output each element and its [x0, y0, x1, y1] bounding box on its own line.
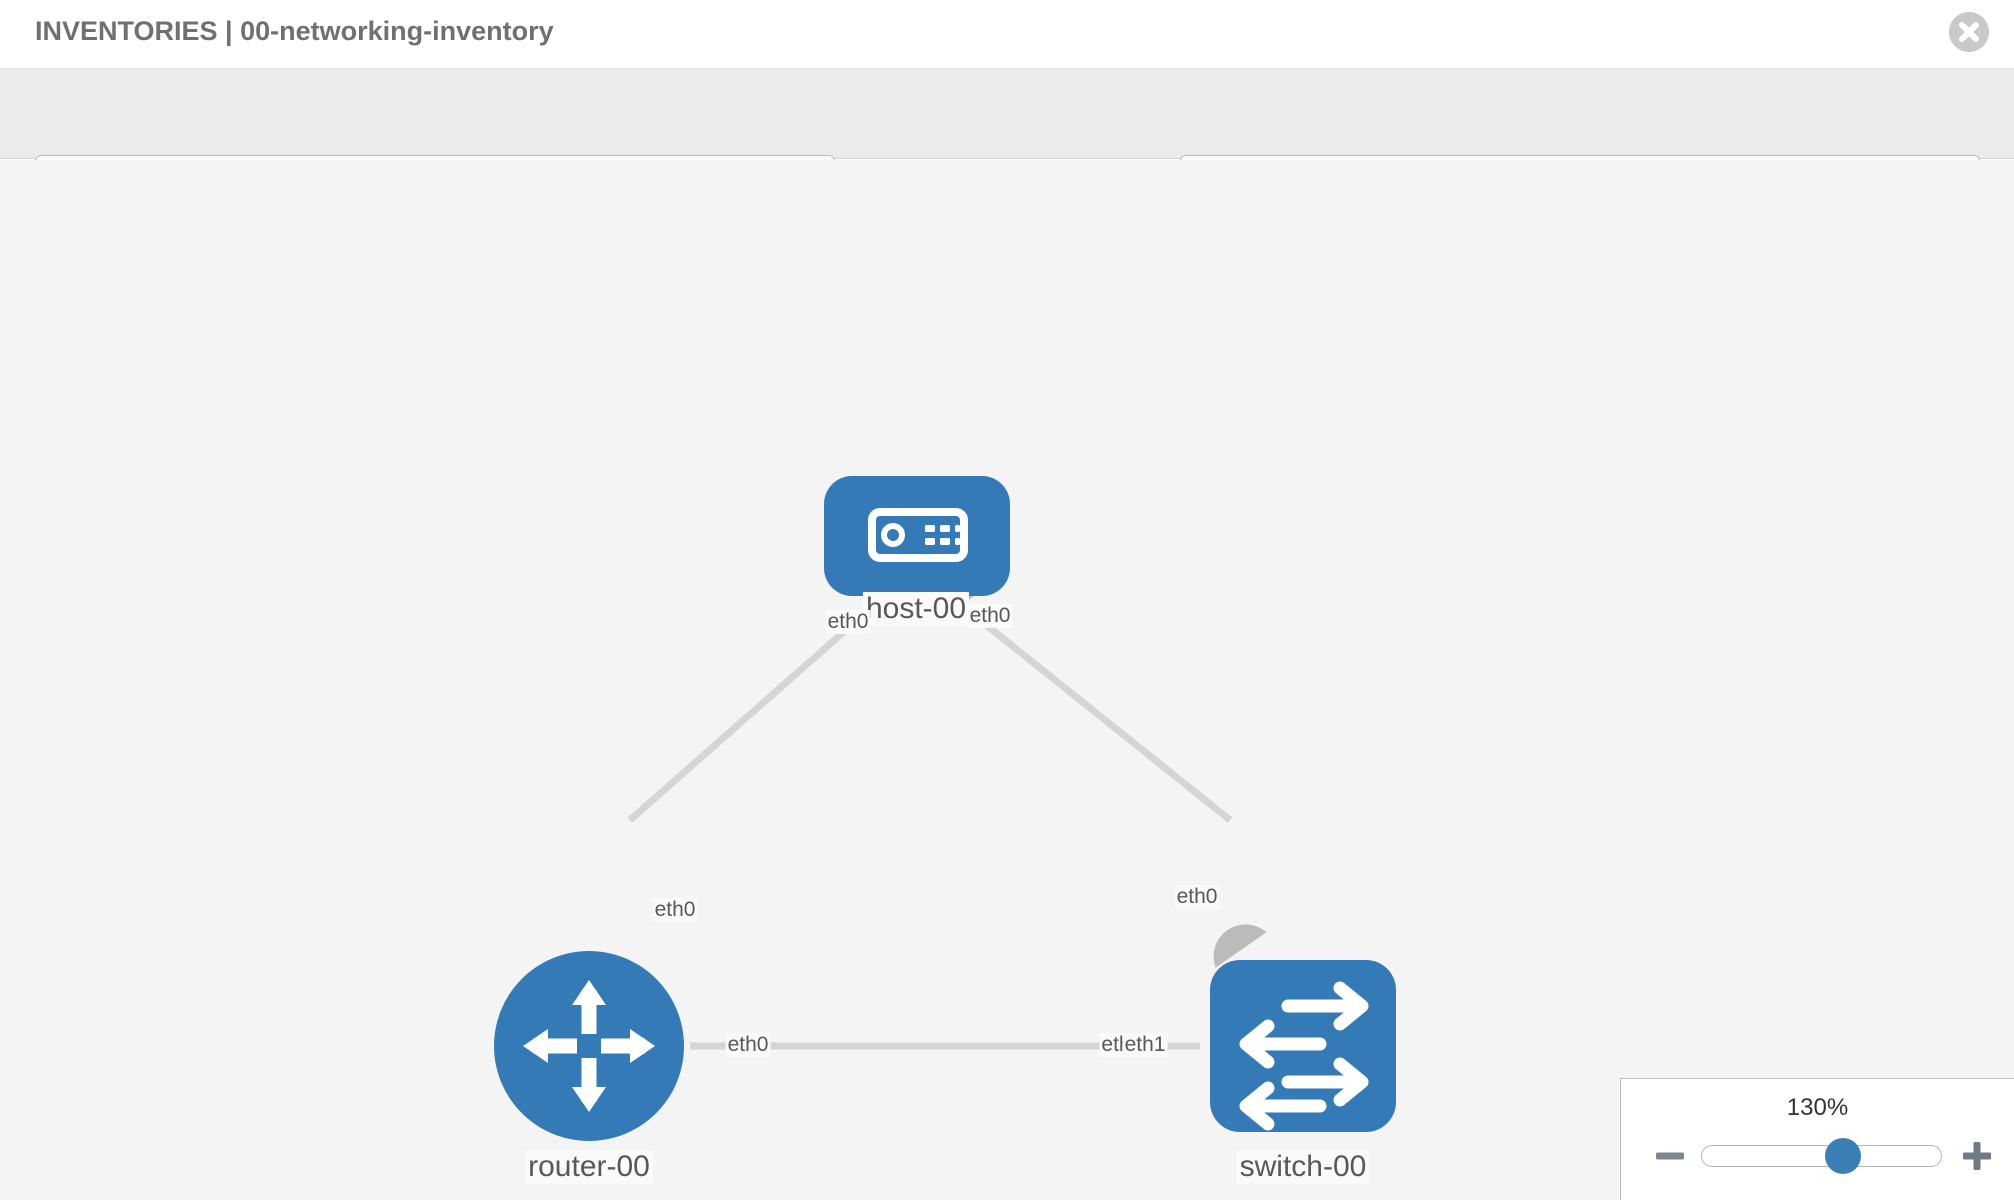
topology-graph [494, 476, 1396, 1141]
edge-label: eth0 [825, 610, 871, 634]
minus-icon[interactable] [1653, 1139, 1687, 1173]
edge-label: eth0 [1174, 885, 1220, 909]
zoom-slider-track[interactable] [1701, 1138, 1942, 1174]
topology-canvas[interactable]: host-00 router-00 switch-00 eth0 eth0 et… [0, 160, 2014, 1200]
edge-label: eth0 [652, 898, 698, 922]
connector-switch-eth0 [1213, 924, 1267, 968]
zoom-slider-thumb[interactable] [1825, 1138, 1861, 1174]
link-host-router [627, 597, 883, 823]
node-host-00[interactable] [824, 476, 1010, 596]
zoom-control-panel: 130% [1620, 1078, 2014, 1200]
node-label-host-00: host-00 [862, 592, 970, 626]
edge-label: eth1 [1122, 1033, 1168, 1057]
node-router-00[interactable] [494, 951, 684, 1141]
page-header: INVENTORIES | 00-networking-inventory [0, 0, 2014, 69]
node-label-switch-00: switch-00 [1236, 1150, 1370, 1184]
close-icon[interactable] [1949, 12, 1989, 52]
zoom-level-label: 130% [1786, 1094, 1849, 1121]
link-host-switch [952, 597, 1233, 823]
zoom-slider-row [1621, 1135, 2014, 1175]
plus-icon[interactable] [1960, 1139, 1994, 1173]
node-switch-00[interactable] [1210, 960, 1396, 1132]
node-label-router-00: router-00 [525, 1150, 653, 1184]
toolbar: ACTIONS SEARCH [0, 69, 2014, 211]
page-title: INVENTORIES | 00-networking-inventory [35, 16, 554, 46]
edge-label: eth0 [967, 604, 1013, 628]
edge-label: eth0 [725, 1033, 771, 1057]
